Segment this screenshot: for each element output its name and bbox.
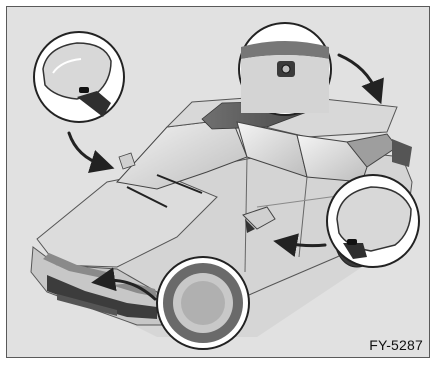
camera-lens-icon xyxy=(79,87,89,93)
camera-lens-icon xyxy=(282,65,290,73)
figure-code: FY-5287 xyxy=(369,337,423,353)
right-mirror-callout xyxy=(327,175,419,267)
figure-frame: FY-5287 xyxy=(6,6,430,358)
arrow-left-mirror xyxy=(69,133,103,165)
arrow-rear-camera xyxy=(339,55,377,93)
camera-lens-icon xyxy=(347,239,357,245)
car-camera-illustration xyxy=(7,7,430,358)
left-mirror-callout xyxy=(34,32,124,122)
rear-camera-callout xyxy=(239,23,331,115)
front-camera-callout xyxy=(157,257,249,349)
